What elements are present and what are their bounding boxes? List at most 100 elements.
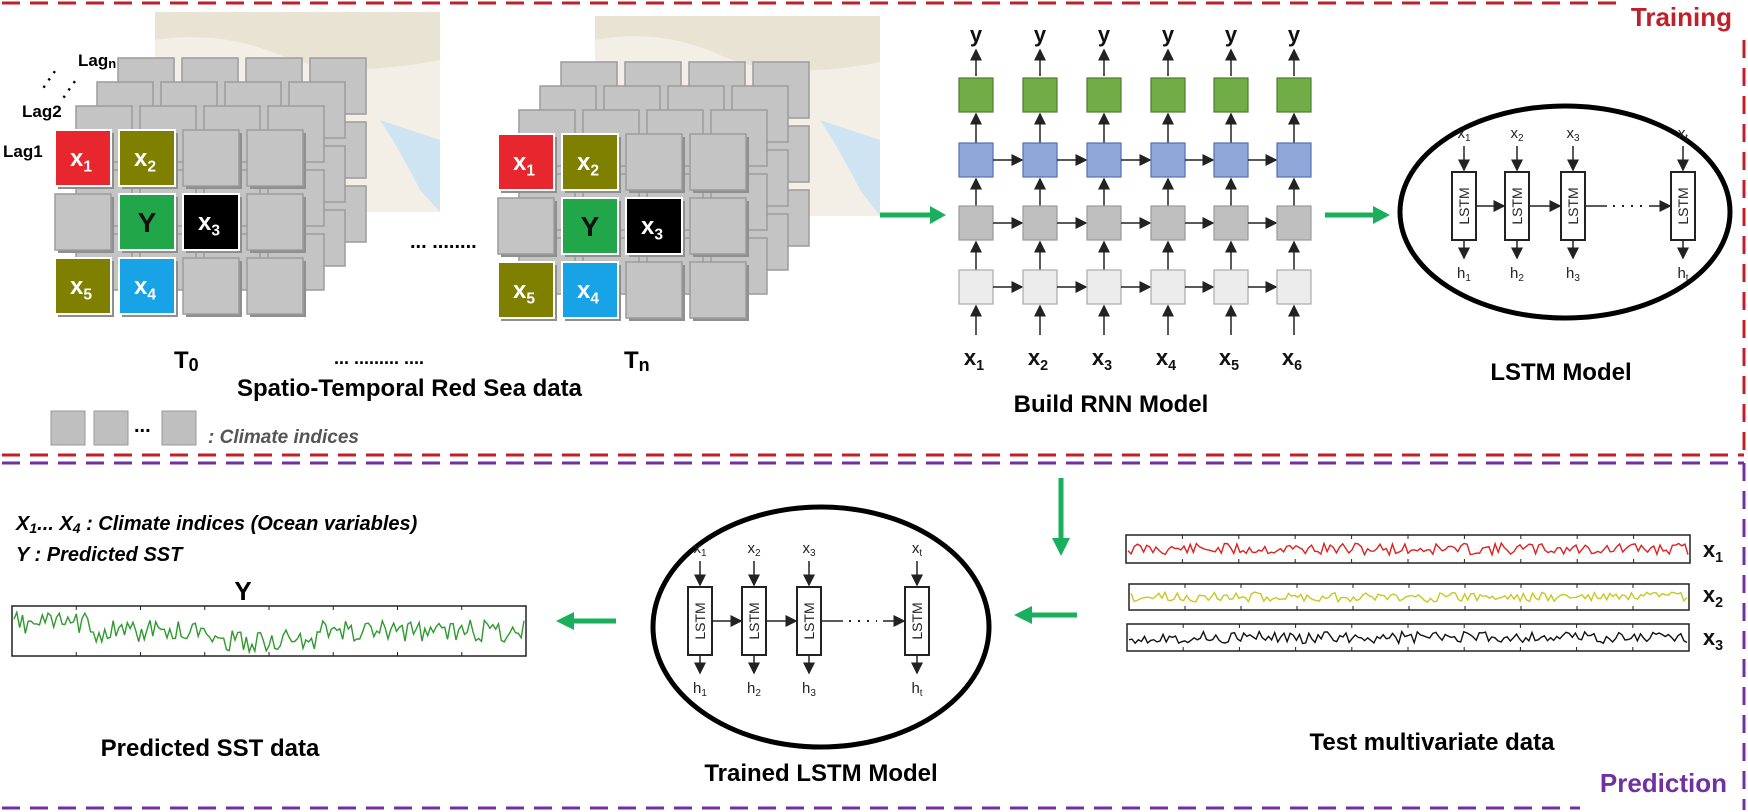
rnn-hidden-node-1 xyxy=(1213,142,1249,178)
cell-x5-label: x5 xyxy=(70,273,92,303)
rnn-hidden-node-1 xyxy=(1022,142,1058,178)
rnn-hidden-node-2 xyxy=(1086,205,1122,241)
rnn-output-node xyxy=(1213,77,1249,113)
rnn-output-label: y xyxy=(1162,22,1175,47)
cell-empty xyxy=(497,197,555,255)
rnn-output-label: y xyxy=(1225,22,1238,47)
rnn-input-label: x3 xyxy=(1092,345,1112,374)
test-x3-line xyxy=(1128,629,1688,646)
lstm-hidden-label: ht xyxy=(911,680,922,699)
lstm-cell-label: LSTM xyxy=(1509,187,1525,224)
cell-empty xyxy=(246,257,304,315)
arrow-training-to-prediction xyxy=(1052,478,1070,556)
rnn-hidden-node-1 xyxy=(1086,142,1122,178)
arrow-rnn-to-lstm xyxy=(1325,206,1390,224)
cell-x2-label: x2 xyxy=(134,145,156,175)
arrow-grid-to-rnn xyxy=(880,206,946,224)
notes-line1: X1... X4 : Climate indices (Ocean variab… xyxy=(15,513,418,536)
rnn-input-label: x4 xyxy=(1156,345,1176,374)
lstm-cell-label: LSTM xyxy=(1565,187,1581,224)
test-x1-frame xyxy=(1125,534,1691,564)
cell-x3-label: x3 xyxy=(198,209,220,239)
lstm-cell xyxy=(796,586,822,656)
rnn-hidden-node-2 xyxy=(1150,205,1186,241)
cell-x1 xyxy=(497,133,555,191)
cell-x4-label: x4 xyxy=(577,277,599,307)
rnn-input-label: x2 xyxy=(1028,345,1048,374)
cell-x4 xyxy=(561,261,619,319)
cell-empty xyxy=(689,133,747,191)
lstm-model-title: LSTM Model xyxy=(1490,359,1631,386)
lstm-hidden-label: h2 xyxy=(747,680,761,699)
lag2-label: Lag2 xyxy=(22,102,62,121)
climate-indices-legend: ... : Climate indices xyxy=(50,410,359,448)
predicted-sst-title: Predicted SST data xyxy=(101,735,320,762)
lstm-cell xyxy=(904,586,930,656)
lstm-input-label: x2 xyxy=(1510,125,1524,144)
lstm-input-label: x1 xyxy=(693,540,707,559)
lstm-hidden-label: h2 xyxy=(1510,265,1524,284)
rnn-input-node xyxy=(958,269,994,305)
notes-line2: Y : Predicted SST xyxy=(16,544,184,566)
cell-x2 xyxy=(561,133,619,191)
rnn-input-node xyxy=(1022,269,1058,305)
lstm-cell xyxy=(741,586,767,656)
lstm-hidden-label: h1 xyxy=(693,680,707,699)
cell-empty xyxy=(625,133,683,191)
rnn-output-node xyxy=(1086,77,1122,113)
lag-n-label: Lagn xyxy=(78,51,116,71)
lstm-hidden-label: h3 xyxy=(802,680,816,699)
cell-empty xyxy=(182,129,240,187)
lstm-input-label: x3 xyxy=(802,540,816,559)
rnn-hidden-node-1 xyxy=(958,142,994,178)
cell-x2-label: x2 xyxy=(577,149,599,179)
rnn-hidden-node-2 xyxy=(1022,205,1058,241)
rnn-output-label: y xyxy=(1034,22,1047,47)
lstm-cell-label: LSTM xyxy=(1675,187,1691,224)
cell-x4 xyxy=(118,257,176,315)
lstm-hidden-label: ht xyxy=(1677,265,1688,284)
lstm-input-label: xt xyxy=(1678,125,1689,144)
cell-x3-label: x3 xyxy=(641,213,663,243)
rnn-input-label: x1 xyxy=(964,345,984,374)
cell-x4-label: x4 xyxy=(134,273,156,303)
rnn-output-node xyxy=(958,77,994,113)
cell-x3 xyxy=(625,197,683,255)
lstm-input-label: x3 xyxy=(1566,125,1580,144)
rnn-input-node xyxy=(1086,269,1122,305)
arrow-test-to-trained-lstm xyxy=(1014,606,1077,624)
lstm-cell-label: LSTM xyxy=(801,602,817,639)
cell-empty xyxy=(689,261,747,319)
test-x2-label: x2 xyxy=(1703,582,1723,611)
rnn-hidden-node-1 xyxy=(1276,142,1312,178)
lstm-cell xyxy=(1560,171,1586,241)
t0-label: T0 xyxy=(174,347,199,375)
test-x2-line xyxy=(1130,590,1688,604)
test-multivariate-plots: x1 x2 x3 xyxy=(1125,534,1723,654)
rnn-hidden-node-2 xyxy=(958,205,994,241)
cell-y-label: Y xyxy=(138,207,157,238)
lstm-input-label: x1 xyxy=(1457,125,1471,144)
cell-x5 xyxy=(497,261,555,319)
cell-empty xyxy=(246,193,304,251)
test-x3-label: x3 xyxy=(1703,625,1723,654)
rnn-title: Build RNN Model xyxy=(1014,391,1209,418)
predicted-sst-plot xyxy=(11,605,527,657)
lag1-label: Lag1 xyxy=(3,142,43,161)
lstm-cell xyxy=(1451,171,1477,241)
training-section-border xyxy=(2,1,1746,457)
arrow-lstm-to-predicted xyxy=(556,612,616,630)
cell-empty xyxy=(246,129,304,187)
rnn-input-label: x6 xyxy=(1282,345,1302,374)
rnn-output-label: y xyxy=(1098,22,1111,47)
test-x1-label: x1 xyxy=(1703,537,1723,566)
predicted-series-label: Y xyxy=(234,576,251,606)
cell-empty xyxy=(689,197,747,255)
test-data-title: Test multivariate data xyxy=(1310,729,1556,756)
predicted-line xyxy=(13,609,525,655)
rnn-hidden-node-2 xyxy=(1213,205,1249,241)
spatio-temporal-title: Spatio-Temporal Red Sea data xyxy=(237,375,583,402)
cell-x3 xyxy=(182,193,240,251)
